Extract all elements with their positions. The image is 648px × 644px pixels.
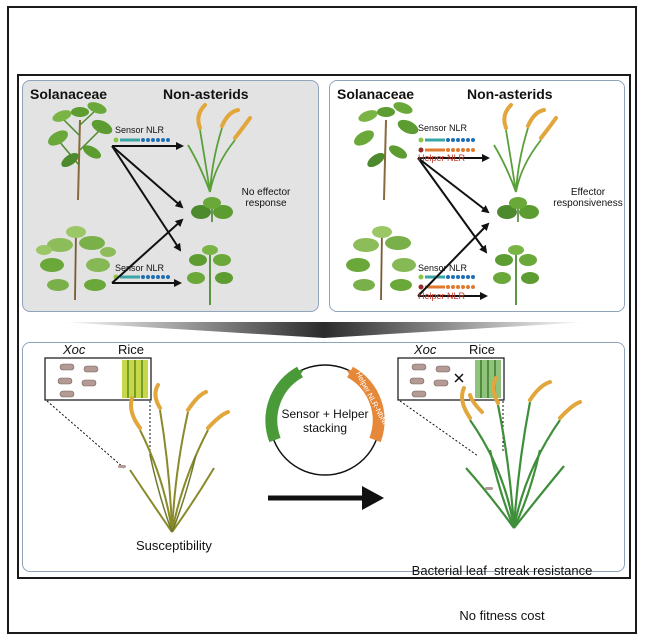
rice-plant-left-panel (187, 103, 252, 193)
figure-border (17, 74, 631, 579)
right-heading-non-asterids: Non-asterids (467, 86, 553, 102)
solanaceae-plant-top-right (354, 102, 419, 201)
right-helper-label-top: Helper NLR (418, 153, 466, 163)
sensor-nlr-bar-bottom-left (113, 274, 170, 280)
left-outcome-line1: No effector (241, 187, 291, 198)
xoc-bacterium-left (118, 465, 126, 468)
xoc-inset-left (44, 357, 152, 401)
result-susceptibility: Susceptibility (136, 538, 212, 553)
funnel-wedge (60, 322, 588, 338)
result-resistance-line2: No fitness cost (459, 608, 545, 623)
solanaceae-plant-bottom-right (346, 226, 416, 301)
result-resistance: Bacterial leaf streak resistance No fitn… (392, 533, 612, 638)
cycle-center-line1: Sensor + Helper (281, 407, 369, 421)
right-helper-label-bottom: Helper NLR (418, 291, 466, 301)
xoc-label-left: Xoc (63, 342, 86, 357)
soybean-plant-left-panel (187, 245, 233, 305)
left-heading-solanaceae: Solanaceae (30, 86, 108, 102)
rice-label-left: Rice (118, 342, 145, 357)
rice-plant-right-panel (493, 103, 558, 193)
result-resistance-line1: Bacterial leaf streak resistance (411, 563, 593, 578)
big-transform-arrow (268, 486, 384, 510)
right-outcome-line2: responsiveness (553, 198, 623, 209)
right-sensor-label-bottom: Sensor NLR (418, 263, 468, 273)
solanaceae-plant-bottom-left (36, 226, 116, 301)
sensor-nlr-bar-top-right (418, 137, 475, 143)
left-sensor-label-top: Sensor NLR (115, 125, 165, 135)
cycle-center-text: Sensor + Helper stacking (278, 407, 372, 435)
xoc-label-right: Xoc (414, 342, 437, 357)
left-outcome-text: No effector response (236, 187, 296, 209)
sensor-nlr-bar-bottom-right (418, 274, 475, 280)
stacking-cycle (265, 364, 385, 476)
helper-nlr-bar-top-right (418, 147, 475, 153)
xoc-inset-right (397, 357, 505, 401)
right-sensor-label-top: Sensor NLR (418, 123, 468, 133)
sensor-nlr-bar-top-left (113, 137, 170, 143)
legume-plant-left-panel (191, 197, 233, 222)
left-heading-non-asterids: Non-asterids (163, 86, 249, 102)
soybean-plant-right-panel (493, 245, 539, 305)
zoom-line-left (46, 400, 125, 469)
legume-plant-right-panel (497, 197, 539, 222)
right-heading-solanaceae: Solanaceae (337, 86, 415, 102)
right-outcome-text: Effector responsiveness (553, 187, 623, 209)
left-outcome-line2: response (245, 198, 287, 209)
left-sensor-label-bottom: Sensor NLR (115, 263, 165, 273)
xoc-bacterium-right (485, 487, 493, 490)
cycle-center-line2: stacking (302, 421, 348, 435)
rice-plant-susceptible (129, 383, 230, 533)
panel-sensor-helper (329, 80, 625, 312)
solanaceae-plant-top-left (48, 102, 113, 201)
helper-nlr-bar-bottom-right (418, 284, 475, 290)
transfer-arrows-right (417, 154, 490, 300)
rice-plant-resistant (460, 376, 582, 529)
rice-label-right: Rice (469, 342, 496, 357)
transfer-arrows-left (111, 142, 184, 287)
right-outcome-line1: Effector (570, 187, 606, 198)
